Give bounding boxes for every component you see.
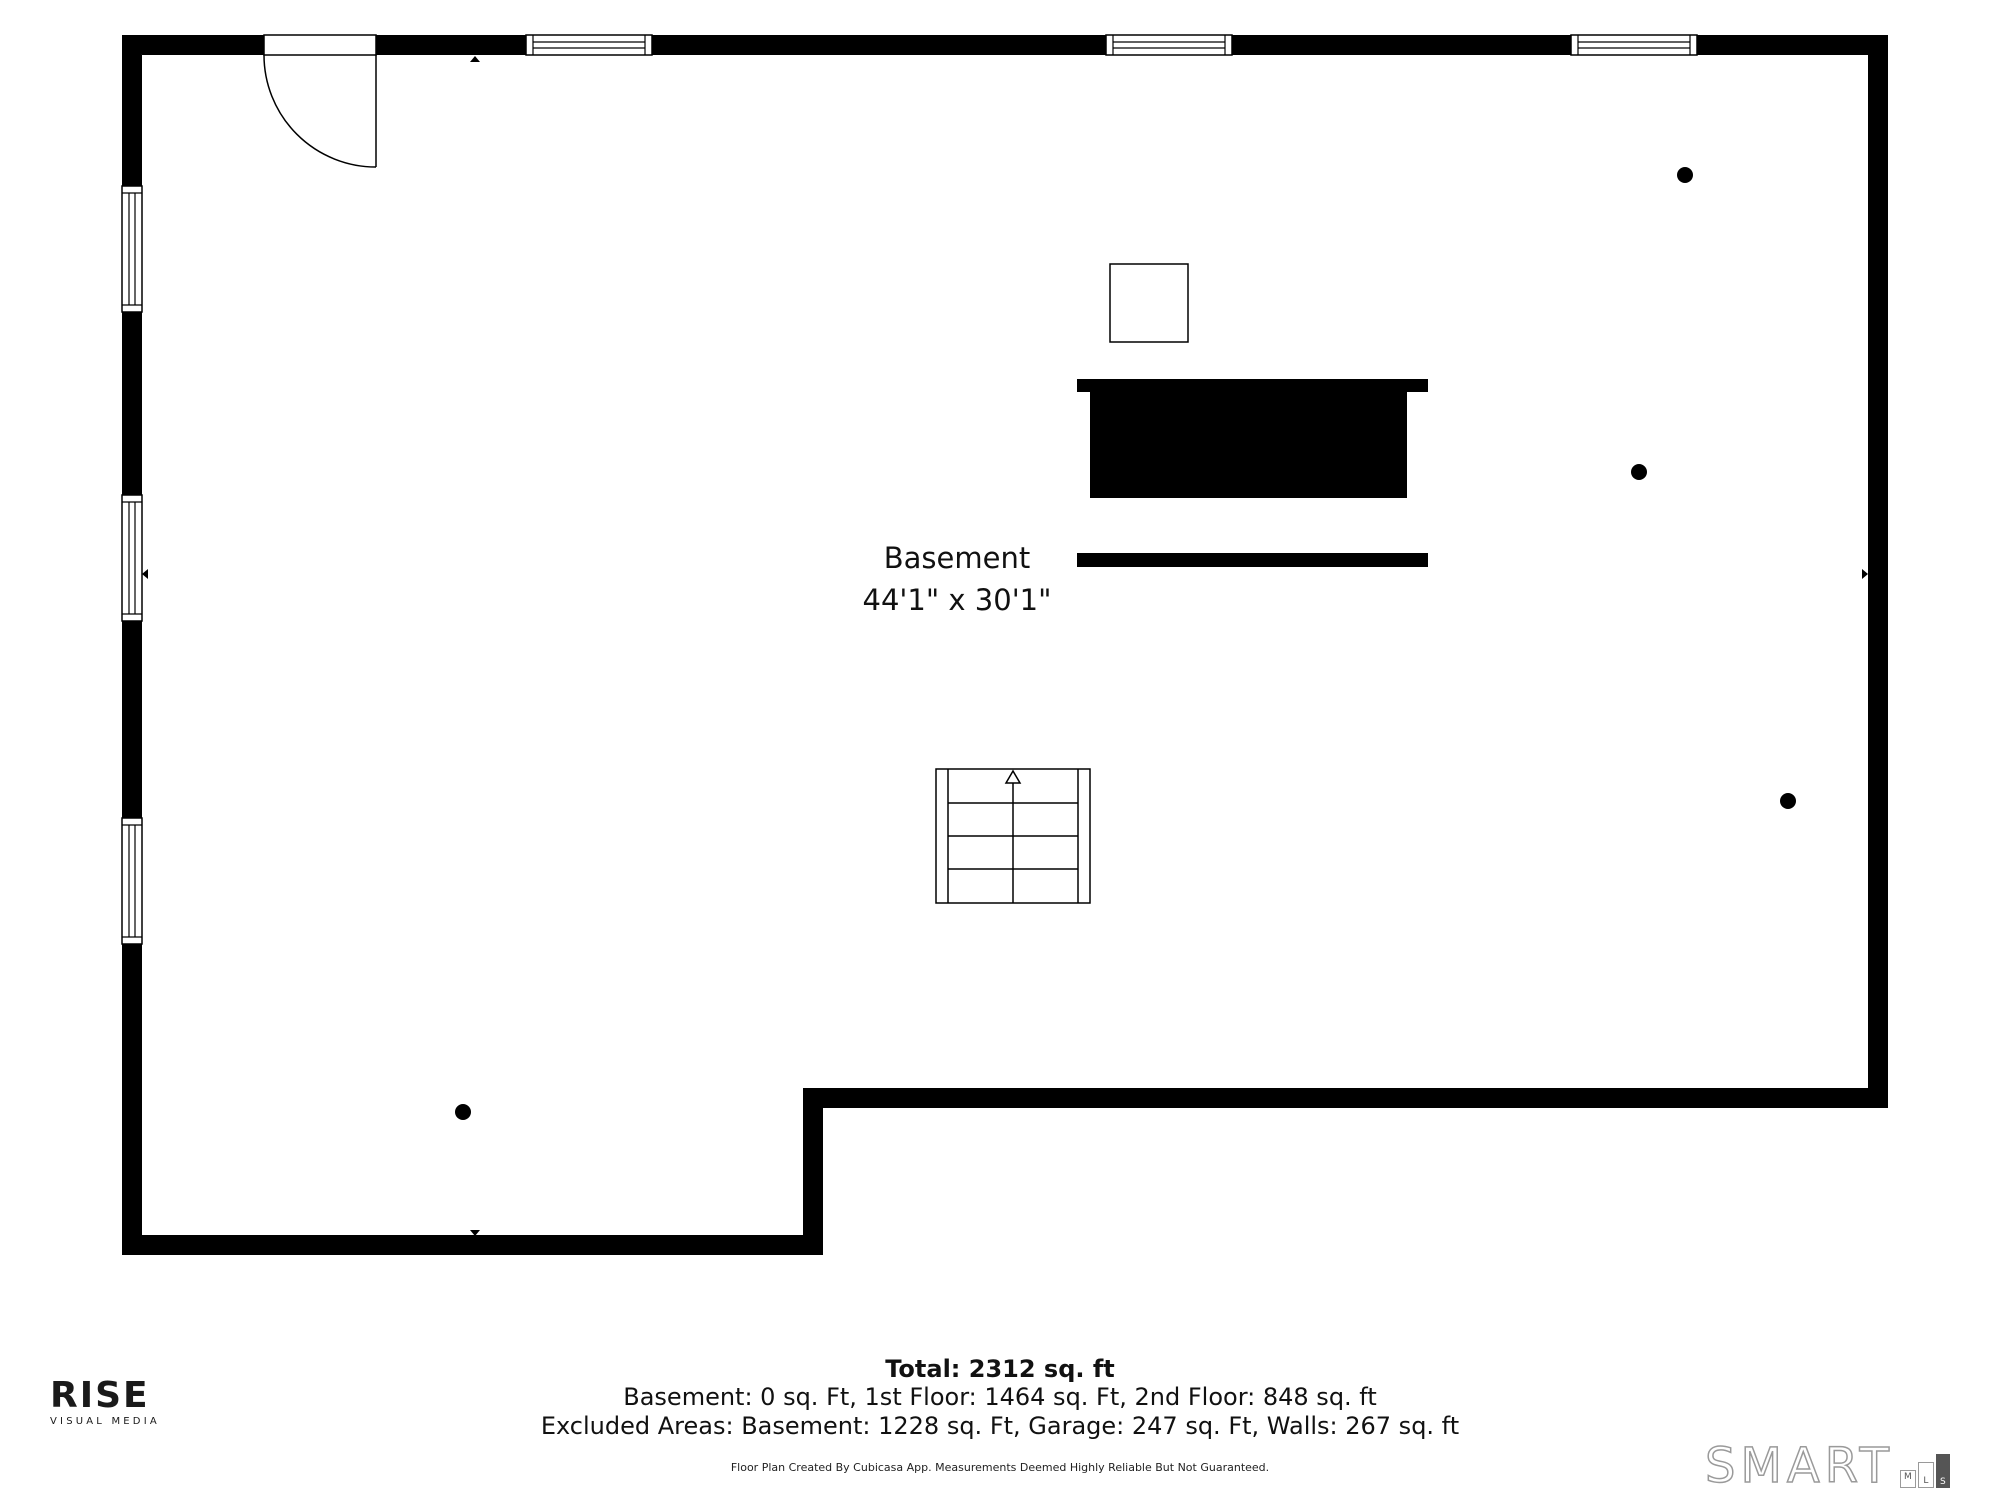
rise-logo-tagline: VISUAL MEDIA [50,1416,160,1427]
door-swing-icon [263,34,377,168]
rise-logo-word: RISE [50,1375,150,1416]
window-icon [121,185,143,313]
mechanical-block-top [1077,379,1428,392]
smart-mls-logo: SMART M L S [1704,1438,1950,1494]
support-column-icon [1631,464,1647,480]
support-column-icon [1780,793,1796,809]
mechanical-block [1090,392,1407,498]
rise-logo: RISE VISUAL MEDIA [50,1375,160,1428]
smart-logo-word: SMART [1704,1438,1894,1494]
disclaimer: Floor Plan Created By Cubicasa App. Meas… [730,1461,1270,1474]
window-icon [121,494,143,622]
window-icon [121,817,143,945]
total-area: Total: 2312 sq. ft [885,1355,1115,1383]
direction-arrow-icon [142,569,148,579]
interior-wall-segment [1077,553,1428,567]
stairs-icon [935,768,1091,904]
support-column-icon [1677,167,1693,183]
window-icon [1570,34,1698,56]
equipment-box [1109,263,1189,343]
exterior-walls [122,35,1888,1255]
direction-arrow-icon [1862,569,1868,579]
room-dimensions: 44'1" x 30'1" [863,583,1052,617]
excluded-areas: Excluded Areas: Basement: 1228 sq. Ft, G… [540,1412,1460,1440]
direction-arrow-icon [470,56,480,62]
mls-letter-m: M [1899,1470,1916,1488]
window-icon [1105,34,1233,56]
mls-letter-l: L [1917,1462,1934,1488]
mls-letter-s: S [1935,1454,1950,1488]
floor-areas: Basement: 0 sq. Ft, 1st Floor: 1464 sq. … [623,1383,1377,1411]
mls-letters: M L S [1898,1454,1950,1488]
window-icon [525,34,653,56]
support-column-icon [455,1104,471,1120]
room-name: Basement [884,541,1030,575]
direction-arrow-icon [470,1230,480,1236]
